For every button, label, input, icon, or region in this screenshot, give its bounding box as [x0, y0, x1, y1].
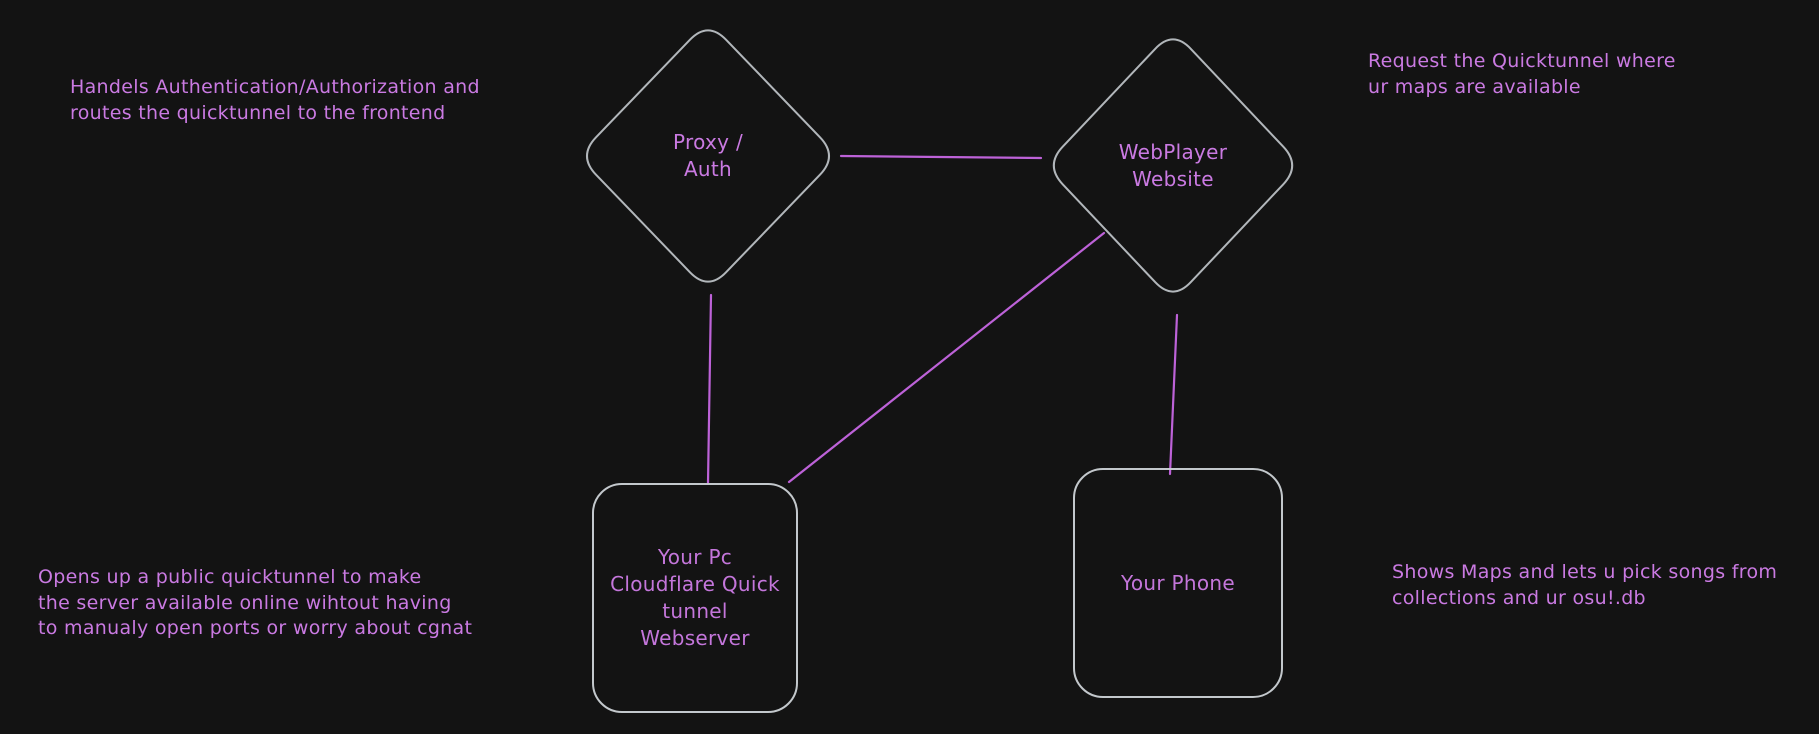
- node-label-line: Auth: [683, 157, 733, 181]
- node-pc-webserver[interactable]: Your Pc Cloudflare Quick tunnel Webserve…: [592, 483, 798, 713]
- annotation-line: the server available online wihtout havi…: [38, 591, 452, 614]
- node-label-line: WebPlayer: [1118, 139, 1228, 164]
- annotation-line: Shows Maps and lets u pick songs from: [1392, 561, 1778, 583]
- node-label: WebPlayer Website: [1043, 28, 1303, 303]
- connector-proxy-to-pc-webserver[interactable]: [706, 293, 713, 485]
- annotation-line: collections and ur osu!.db: [1392, 586, 1646, 609]
- connector-proxy-to-webplayer[interactable]: [839, 154, 1043, 160]
- diamond-shape: [576, 19, 840, 293]
- annotation-line: ur maps are available: [1368, 75, 1581, 98]
- diamond-shape: [1043, 28, 1303, 303]
- annotation-proxy-auth[interactable]: Handels Authentication/Authorization and…: [70, 75, 480, 126]
- node-label: Proxy / Auth: [576, 19, 840, 293]
- node-label-line: Your Pc: [657, 545, 733, 569]
- annotation-line: Request the Quicktunnel where: [1368, 50, 1676, 72]
- node-webplayer-website[interactable]: WebPlayer Website: [1043, 28, 1303, 303]
- node-label-line: Website: [1132, 166, 1214, 191]
- annotation-webplayer[interactable]: Request the Quicktunnel where ur maps ar…: [1368, 49, 1676, 100]
- annotation-pc-webserver[interactable]: Opens up a public quicktunnel to make th…: [38, 565, 472, 642]
- node-label: Your Phone: [1075, 470, 1281, 696]
- node-label-line: Webserver: [640, 626, 750, 650]
- node-proxy-auth[interactable]: Proxy / Auth: [576, 19, 840, 293]
- annotation-phone[interactable]: Shows Maps and lets u pick songs from co…: [1392, 560, 1777, 611]
- node-label-line: tunnel: [662, 599, 728, 623]
- node-label-line: Your Phone: [1120, 570, 1235, 595]
- annotation-line: Opens up a public quicktunnel to make: [38, 566, 422, 588]
- connector-webplayer-to-phone[interactable]: [1168, 313, 1179, 476]
- node-phone[interactable]: Your Phone: [1073, 468, 1283, 698]
- connector-webplayer-to-pc-webserver[interactable]: [787, 231, 1106, 484]
- annotation-line: routes the quicktunnel to the frontend: [70, 101, 446, 124]
- node-label: Your Pc Cloudflare Quick tunnel Webserve…: [594, 485, 796, 711]
- annotation-line: to manualy open ports or worry about cgn…: [38, 617, 473, 639]
- annotation-line: Handels Authentication/Authorization and: [70, 76, 480, 98]
- node-label-line: Cloudflare Quick: [610, 572, 780, 596]
- node-label-line: Proxy /: [673, 130, 743, 154]
